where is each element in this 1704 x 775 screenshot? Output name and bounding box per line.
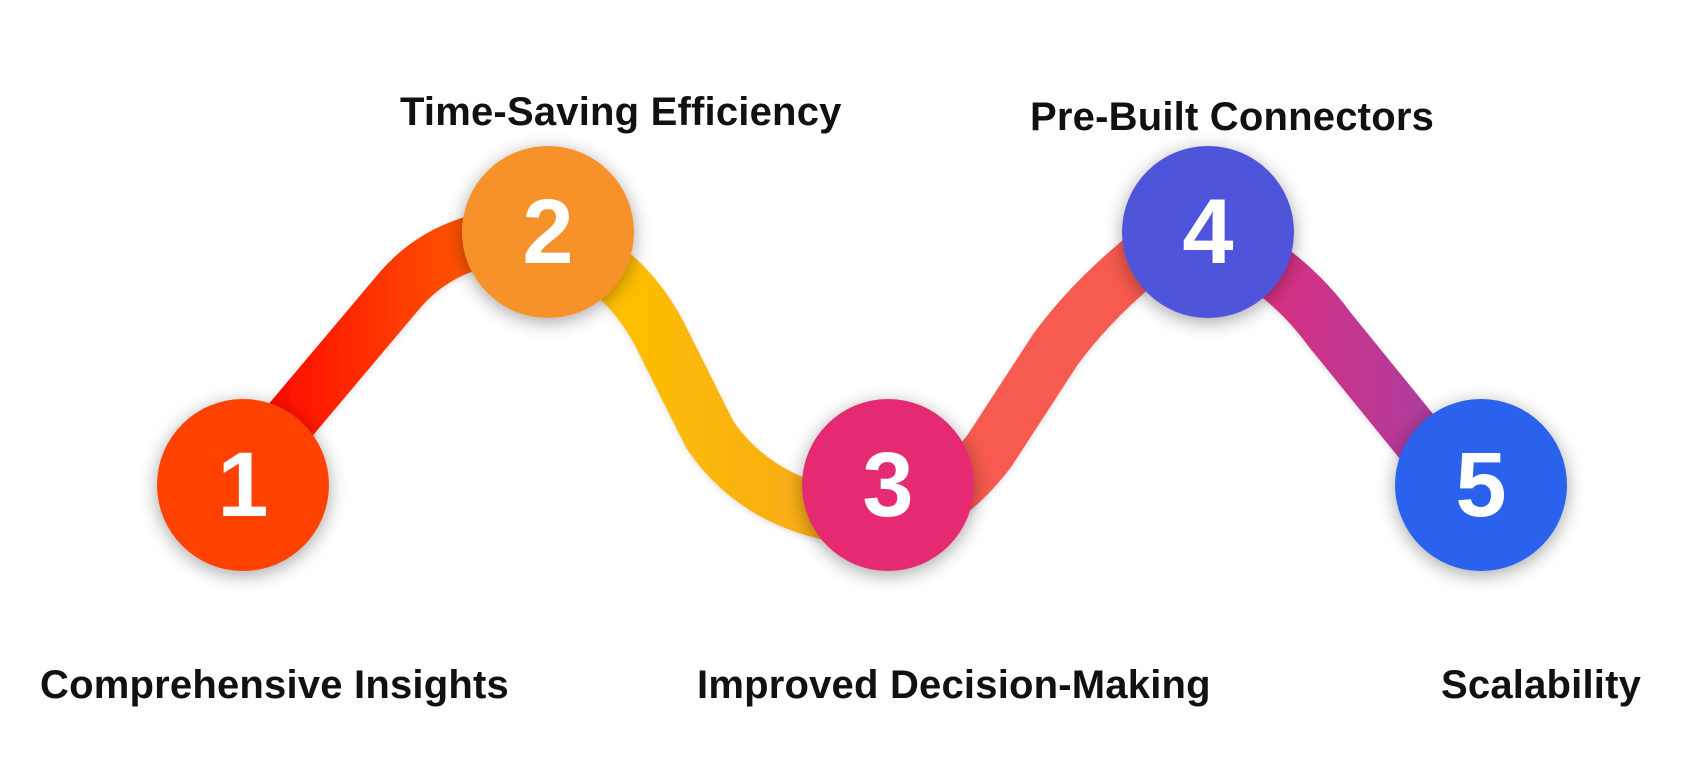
step-circle-2 <box>462 146 634 318</box>
step-number-2: 2 <box>522 181 573 283</box>
step-node-2: 2 <box>462 146 634 318</box>
step-node-4: 4 <box>1122 146 1294 318</box>
step-number-1: 1 <box>217 434 268 536</box>
step-circle-1 <box>157 399 329 571</box>
step-label-1: Comprehensive Insights <box>40 663 509 707</box>
step-circle-5 <box>1395 399 1567 571</box>
step-node-5: 5 <box>1395 399 1567 571</box>
step-label-3: Improved Decision-Making <box>697 663 1211 707</box>
step-circle-4 <box>1122 146 1294 318</box>
step-node-1: 1 <box>157 399 329 571</box>
step-label-5: Scalability <box>1441 663 1642 707</box>
step-circle-3 <box>802 399 974 571</box>
step-number-4: 4 <box>1182 181 1233 283</box>
step-number-3: 3 <box>862 434 913 536</box>
step-node-3: 3 <box>802 399 974 571</box>
step-label-4: Pre-Built Connectors <box>1030 95 1435 139</box>
step-number-5: 5 <box>1455 434 1506 536</box>
step-label-2: Time-Saving Efficiency <box>400 90 842 134</box>
